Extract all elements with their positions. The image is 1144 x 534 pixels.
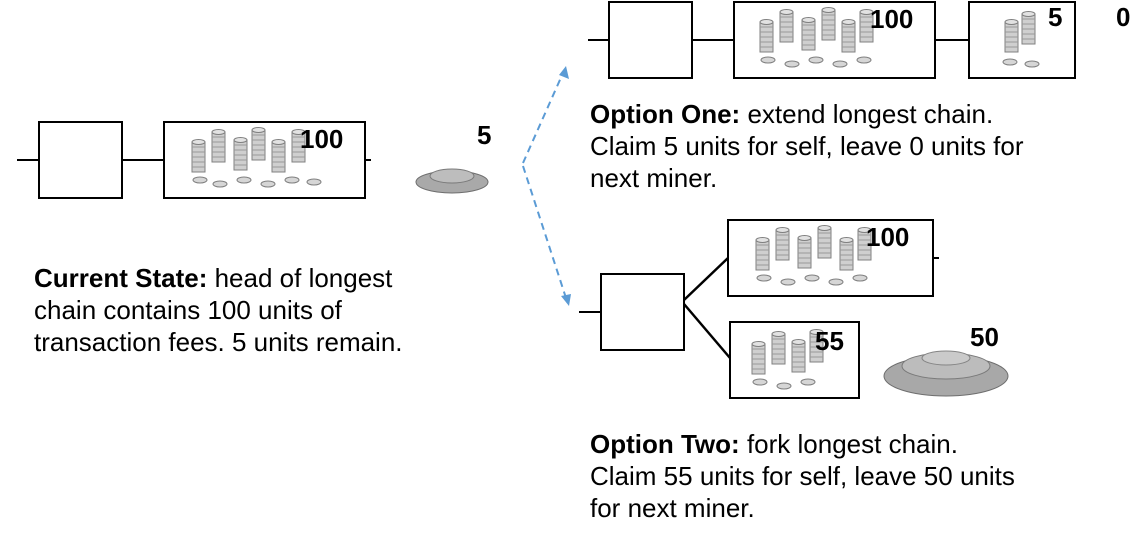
option-two-top-fee: 100	[866, 222, 909, 252]
current-caption-bold: Current State:	[34, 263, 208, 293]
current-prev-block	[38, 121, 123, 199]
option-two-leftover: 50	[970, 322, 999, 352]
option-one-caption-line2: Claim 5 units for self, leave 0 units fo…	[590, 131, 1024, 161]
current-caption-line2: chain contains 100 units of	[34, 295, 342, 325]
option-one-caption: Option One: extend longest chain. Claim …	[590, 98, 1140, 194]
option-two-caption-line2: Claim 55 units for self, leave 50 units	[590, 461, 1015, 491]
option-two-chain: 100 55	[579, 219, 939, 399]
option-two-caption-line3: for next miner.	[590, 493, 755, 523]
option-two-leftover-pile	[883, 350, 1009, 397]
current-head-fee: 100	[300, 124, 343, 154]
option-one-caption-line1: extend longest chain.	[747, 99, 994, 129]
current-remaining-fee: 5	[477, 120, 491, 150]
option-one-prev-block	[608, 1, 693, 79]
option-one-head-fee: 100	[870, 4, 913, 34]
current-remaining-pile	[415, 168, 489, 194]
option-one-new-fee: 5	[1048, 2, 1062, 32]
option-two-fork-fee: 55	[815, 326, 844, 356]
option-two-caption-bold: Option Two:	[590, 429, 740, 459]
arrow-to-option-two	[522, 165, 567, 299]
option-two-caption-line1: fork longest chain.	[746, 429, 958, 459]
current-chain: 100	[17, 121, 371, 199]
current-caption-line3: transaction fees. 5 units remain.	[34, 327, 403, 357]
option-one-leftover: 0	[1116, 2, 1130, 32]
current-caption-line1: head of longest	[214, 263, 393, 293]
branch-arrows	[522, 66, 571, 306]
option-two-prev-block	[600, 273, 685, 351]
option-one-caption-bold: Option One:	[590, 99, 741, 129]
option-one-caption-line3: next miner.	[590, 163, 718, 193]
option-one-chain: 100 5 0	[588, 1, 1130, 79]
option-two-caption: Option Two: fork longest chain. Claim 55…	[590, 428, 1140, 524]
current-caption: Current State: head of longest chain con…	[34, 262, 514, 358]
arrow-to-option-one	[522, 72, 564, 164]
